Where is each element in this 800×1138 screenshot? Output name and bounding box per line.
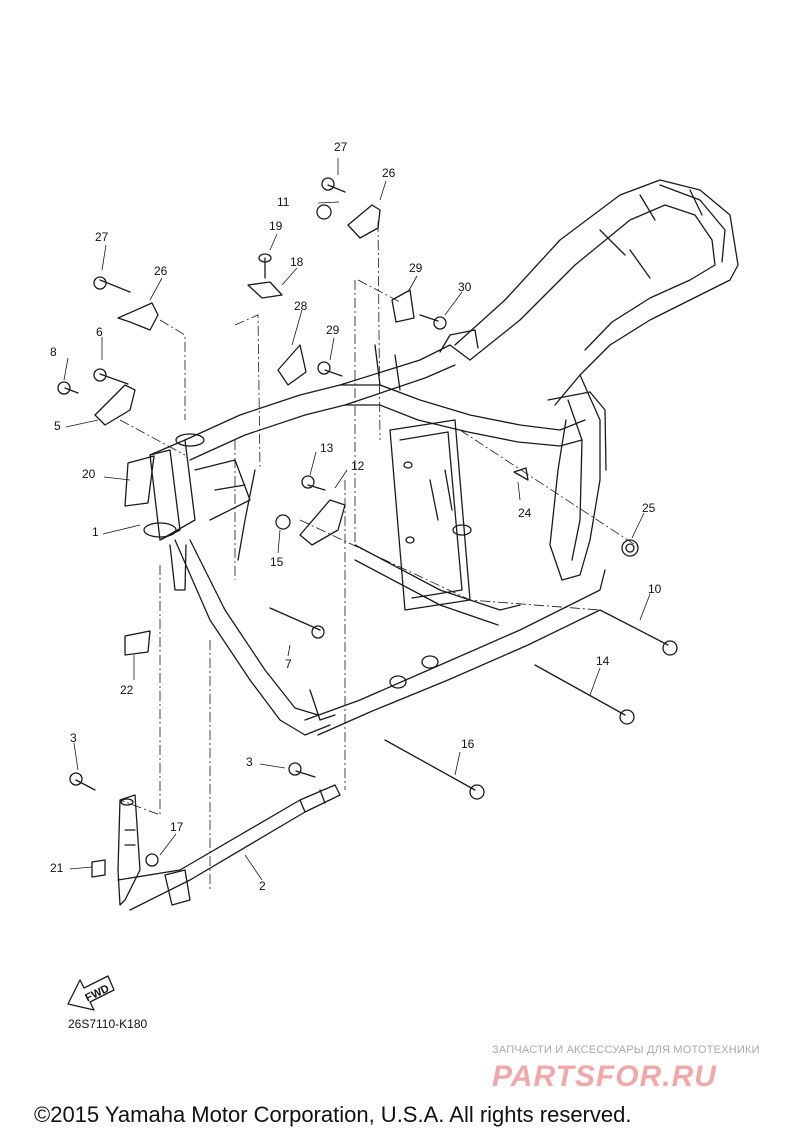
callout-22: 22 [120, 683, 134, 697]
main-backbone [184, 329, 586, 461]
callout-28: 29 [326, 323, 340, 337]
callout-16: 16 [461, 737, 475, 751]
fwd-arrow: FWD [67, 975, 115, 1011]
callout-labels: 27 26 11 19 18 27 26 29 30 28 29 6 8 5 1… [50, 140, 662, 893]
callout-14: 14 [596, 654, 610, 668]
callout-1: 1 [92, 525, 99, 539]
brackets [91, 204, 529, 878]
callout-13: 13 [320, 441, 334, 455]
leader-lines [63, 158, 651, 881]
callout-27: 28 [294, 299, 308, 313]
rear-frame-section [454, 179, 739, 581]
callout-24: 25 [642, 501, 656, 515]
callout-30: 30 [458, 280, 472, 294]
down-tubes [169, 469, 331, 736]
callout-17: 17 [170, 820, 184, 834]
copyright-notice: ©2015 Yamaha Motor Corporation, U.S.A. A… [34, 1102, 632, 1127]
steering-head [143, 433, 251, 541]
callout-21: 21 [50, 861, 64, 875]
callout-19: 19 [269, 219, 283, 233]
callout-25: 26 [154, 264, 168, 278]
callout-4: 5 [54, 419, 61, 433]
callout-3-mid: 3 [246, 755, 253, 769]
callout-15: 15 [270, 555, 284, 569]
callout-20: 20 [82, 467, 96, 481]
callout-26: 27 [95, 230, 109, 244]
alignment-lines [119, 221, 641, 890]
callout-3-top: 3 [70, 731, 77, 745]
diagram-part-code: 26S7110-K180 [68, 1017, 148, 1031]
callout-12: 12 [351, 459, 365, 473]
callout-10: 10 [648, 582, 662, 596]
callout-8: 26 [382, 166, 396, 180]
callout-6: 7 [285, 657, 292, 671]
callout-23: 24 [518, 506, 532, 520]
callout-2: 2 [259, 879, 266, 893]
callout-7: 8 [50, 345, 57, 359]
watermark-tagline: ЗАПЧАСТИ И АКСЕССУАРЫ ДЛЯ МОТОТЕХНИКИ [492, 1044, 760, 1056]
callout-5: 6 [96, 325, 103, 339]
callout-11: 11 [277, 195, 290, 209]
watermark-logo: PARTSFOR.RU [492, 1060, 717, 1093]
callout-9: 27 [334, 140, 348, 154]
fasteners [57, 177, 678, 867]
detachable-down-tube [117, 784, 341, 911]
callout-29: 29 [409, 261, 423, 275]
callout-18: 18 [290, 255, 304, 269]
